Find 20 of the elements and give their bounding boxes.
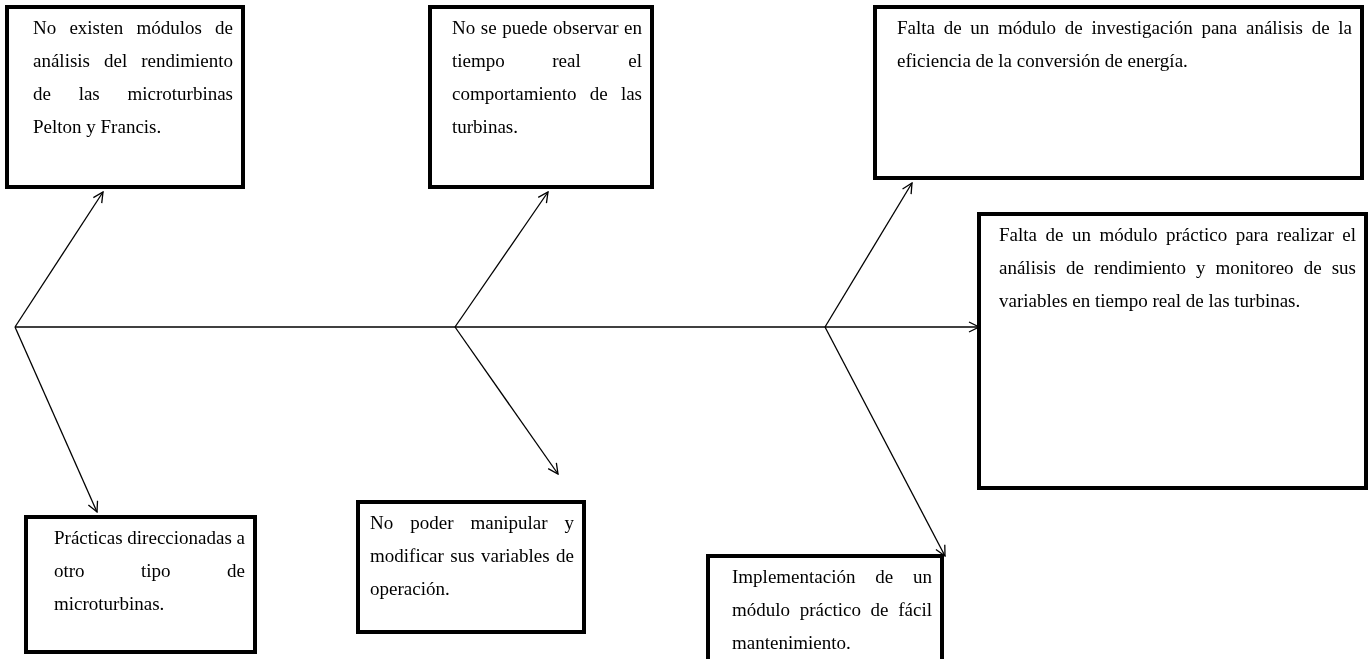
box-text: Falta de un módulo práctico para realizar el análisis de rendimiento y monitoreo de sus variables en tiempo real de las turbinas. <box>999 223 1356 313</box>
cause-box <box>356 500 586 634</box>
branch-arrow <box>14 191 104 328</box>
branch-arrow <box>14 326 99 513</box>
box-text: No poder manipular y modificar sus variables de operación. <box>370 511 574 601</box>
box-text: Implementación de un módulo práctico de fácil mantenimiento. <box>732 565 932 655</box>
branch-arrow <box>824 182 913 328</box>
box-text: No se puede observar en tiempo real el comportamiento de las turbinas. <box>452 16 642 139</box>
branch-arrow <box>454 326 559 475</box>
branch-arrow <box>824 326 946 557</box>
cause-box <box>706 554 944 659</box>
cause-box <box>873 5 1364 180</box>
box-text: No existen módulos de análisis del rendimiento de las microturbinas Pelton y Francis. <box>33 16 233 139</box>
box-text: Prácticas direccionadas a otro tipo de microturbinas. <box>54 526 245 616</box>
cause-box <box>428 5 654 189</box>
cause-box <box>24 515 257 654</box>
branch-arrow <box>454 191 549 328</box>
cause-box <box>977 212 1368 490</box>
cause-box <box>5 5 245 189</box>
box-text: Falta de un módulo de investigación pana análisis de la eficiencia de la conversión de energía. <box>897 16 1352 73</box>
